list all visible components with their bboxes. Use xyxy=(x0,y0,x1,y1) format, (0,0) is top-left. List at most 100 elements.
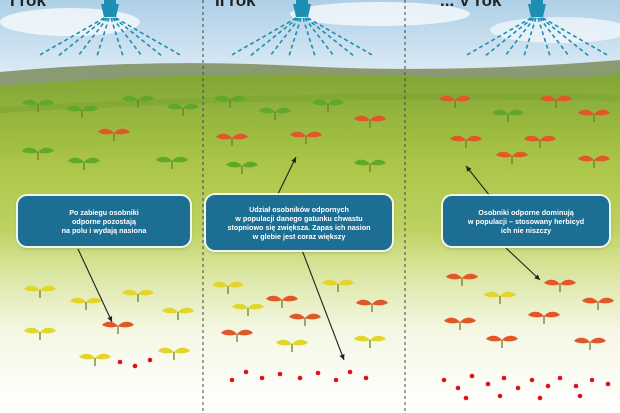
seedling-leaf xyxy=(502,335,518,342)
seedling-leaf xyxy=(500,291,516,298)
sprayer-nozzle xyxy=(528,4,546,17)
seedling-icon xyxy=(24,327,56,340)
seed-dot-icon xyxy=(363,375,369,381)
seedling-leaf xyxy=(484,291,500,298)
seedling-leaf xyxy=(578,155,594,162)
seedling-leaf xyxy=(356,299,372,306)
seed-dot-icon xyxy=(347,369,353,375)
seedling-leaf xyxy=(24,285,40,292)
seedling-leaf xyxy=(289,313,305,320)
seedling-leaf xyxy=(156,156,172,163)
seed-dot-icon xyxy=(315,370,321,376)
spray-stream xyxy=(542,17,610,57)
seedling-leaf xyxy=(162,307,178,314)
arrow-head xyxy=(339,354,345,360)
year-label-2: II rok xyxy=(215,0,256,10)
seedling-leaf xyxy=(122,289,138,296)
seedling-leaf xyxy=(450,135,466,142)
arrow-shaft xyxy=(505,247,541,281)
spray-stream xyxy=(113,17,163,57)
seedling-leaf xyxy=(237,329,253,336)
seedling-leaf xyxy=(174,347,190,354)
seedling-leaf xyxy=(370,159,386,166)
seedling-leaf xyxy=(540,95,556,102)
seed-dot-icon xyxy=(229,377,235,383)
seed-dot-icon xyxy=(147,357,153,363)
cloud xyxy=(0,8,140,36)
seedling-icon xyxy=(354,335,386,348)
seedling-leaf xyxy=(444,317,460,324)
seedling-leaf xyxy=(328,99,344,106)
seedling-leaf xyxy=(138,95,154,102)
arrow-shaft xyxy=(465,165,491,197)
seedling-leaf xyxy=(540,135,556,142)
seedling-icon xyxy=(22,147,54,160)
spray-nozzle-icon xyxy=(464,0,610,57)
spray-nozzle-icon xyxy=(229,0,375,57)
seedling-leaf xyxy=(524,135,540,142)
spray-stream xyxy=(77,17,109,57)
pointer-arrow xyxy=(77,248,113,323)
seedling-icon xyxy=(544,279,576,292)
caption-line: na polu i wydają nasiona xyxy=(61,225,147,235)
pointer-arrow xyxy=(465,165,491,197)
seedling-leaf xyxy=(305,313,321,320)
spray-stream xyxy=(464,17,532,57)
spray-stream xyxy=(115,17,183,57)
year-label-1: I rok xyxy=(10,0,46,10)
seedling-icon xyxy=(290,131,322,144)
seedling-icon xyxy=(221,329,253,342)
seed-dot-icon xyxy=(259,375,265,381)
seedling-icon xyxy=(444,317,476,330)
seedling-icon xyxy=(259,107,291,120)
seedling-icon xyxy=(289,313,321,326)
seedling-icon xyxy=(68,157,100,170)
seed-dot-icon xyxy=(589,377,595,383)
seedling-leaf xyxy=(594,155,610,162)
seedling-leaf xyxy=(230,95,246,102)
caption-line: w glebie jest coraz większy xyxy=(252,231,346,241)
caption-year-2: Udział osobników odpornych w populacji d… xyxy=(206,195,392,250)
seedling-icon xyxy=(450,135,482,148)
caption-line: Po zabiegu osobniki xyxy=(69,207,139,217)
seedling-leaf xyxy=(22,99,38,106)
arrow-shaft xyxy=(77,248,113,323)
spray-stream xyxy=(57,17,107,57)
seed-dot-icon xyxy=(497,393,503,399)
seed-dot-icon xyxy=(577,393,583,399)
seedling-leaf xyxy=(508,109,524,116)
seedling-leaf xyxy=(460,317,476,324)
seedling-icon xyxy=(276,339,308,352)
seedling-leaf xyxy=(598,297,614,304)
seedling-icon xyxy=(98,128,130,141)
seedling-icon xyxy=(578,155,610,168)
seedling-leaf xyxy=(138,289,154,296)
spray-stream xyxy=(484,17,534,57)
spray-stream xyxy=(538,17,570,57)
seed-dot-icon xyxy=(117,359,123,365)
arrow-head xyxy=(534,274,540,280)
seedling-leaf xyxy=(102,321,118,328)
seedling-leaf xyxy=(276,339,292,346)
seedling-leaf xyxy=(466,135,482,142)
spray-stream xyxy=(37,17,105,57)
seedling-leaf xyxy=(266,295,282,302)
seedling-leaf xyxy=(66,105,82,112)
seedling-leaf xyxy=(462,273,478,280)
seedling-leaf xyxy=(259,107,275,114)
caption-line: stopniowo się zwiększa. Zapas ich nasion xyxy=(227,222,371,232)
seedling-leaf xyxy=(354,115,370,122)
spray-stream xyxy=(504,17,536,57)
seedling-leaf xyxy=(221,329,237,336)
seedling-leaf xyxy=(214,95,230,102)
seedling-icon xyxy=(446,273,478,286)
seedling-icon xyxy=(266,295,298,308)
caption-line: w populacji danego gatunku chwastu xyxy=(235,213,363,223)
seed-dot-icon xyxy=(469,373,475,379)
seed-dot-icon xyxy=(333,377,339,383)
arrow-shaft xyxy=(301,249,345,361)
seedling-leaf xyxy=(372,299,388,306)
arrow-head xyxy=(291,157,296,163)
seedling-icon xyxy=(22,99,54,112)
seedling-icon xyxy=(226,161,258,174)
